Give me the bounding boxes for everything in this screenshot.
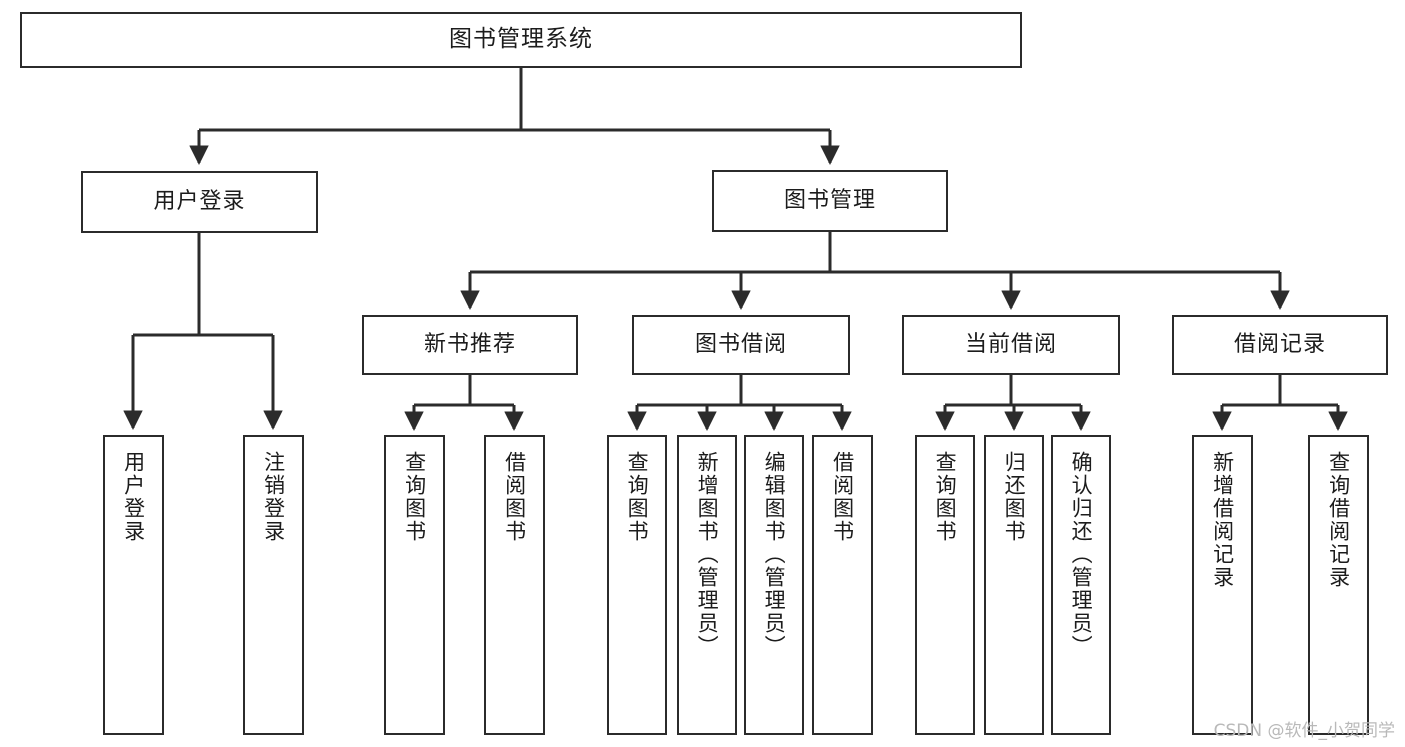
node-label: 确认归还（管理员） <box>1069 451 1094 658</box>
leaf-borrow-book-recommend[interactable]: 借阅图书 <box>484 435 545 735</box>
node-label: 图书管理 <box>783 187 876 213</box>
node-label: 注销登录 <box>261 451 286 543</box>
node-borrow-record[interactable]: 借阅记录 <box>1172 315 1388 375</box>
leaf-logout[interactable]: 注销登录 <box>243 435 304 735</box>
csdn-watermark: CSDN @软件_小贺同学 <box>1213 721 1395 741</box>
node-book-management[interactable]: 图书管理 <box>712 170 948 232</box>
leaf-confirm-return-admin[interactable]: 确认归还（管理员） <box>1051 435 1111 735</box>
node-label: 用户登录 <box>121 451 146 543</box>
node-label: 当前借阅 <box>964 331 1057 357</box>
leaf-edit-book-admin[interactable]: 编辑图书（管理员） <box>744 435 804 735</box>
node-label: 用户登录 <box>153 188 246 214</box>
node-label: 图书借阅 <box>694 331 787 357</box>
node-label: 查询图书 <box>933 451 958 543</box>
leaf-return-book[interactable]: 归还图书 <box>984 435 1044 735</box>
node-current-borrow[interactable]: 当前借阅 <box>902 315 1120 375</box>
node-label: 图书管理系统 <box>449 26 593 53</box>
node-label: 借阅记录 <box>1233 331 1326 357</box>
node-label: 新书推荐 <box>423 331 516 357</box>
leaf-add-borrow-record[interactable]: 新增借阅记录 <box>1192 435 1253 735</box>
node-book-borrow[interactable]: 图书借阅 <box>632 315 850 375</box>
node-label: 借阅图书 <box>502 451 527 543</box>
leaf-query-borrow-record[interactable]: 查询借阅记录 <box>1308 435 1369 735</box>
leaf-query-book-current[interactable]: 查询图书 <box>915 435 975 735</box>
leaf-borrow-book[interactable]: 借阅图书 <box>812 435 873 735</box>
node-user-login[interactable]: 用户登录 <box>81 171 318 233</box>
node-label: 查询图书 <box>402 451 427 543</box>
node-new-book-recommend[interactable]: 新书推荐 <box>362 315 578 375</box>
node-label: 新增借阅记录 <box>1210 451 1235 589</box>
leaf-query-book-recommend[interactable]: 查询图书 <box>384 435 445 735</box>
node-root-system[interactable]: 图书管理系统 <box>20 12 1022 68</box>
leaf-add-book-admin[interactable]: 新增图书（管理员） <box>677 435 737 735</box>
node-label: 新增图书（管理员） <box>695 451 720 658</box>
leaf-user-login[interactable]: 用户登录 <box>103 435 164 735</box>
leaf-query-book-borrow[interactable]: 查询图书 <box>607 435 667 735</box>
node-label: 查询借阅记录 <box>1326 451 1351 589</box>
node-label: 借阅图书 <box>830 451 855 543</box>
node-label: 查询图书 <box>625 451 650 543</box>
node-label: 编辑图书（管理员） <box>762 451 787 658</box>
node-label: 归还图书 <box>1002 451 1027 543</box>
